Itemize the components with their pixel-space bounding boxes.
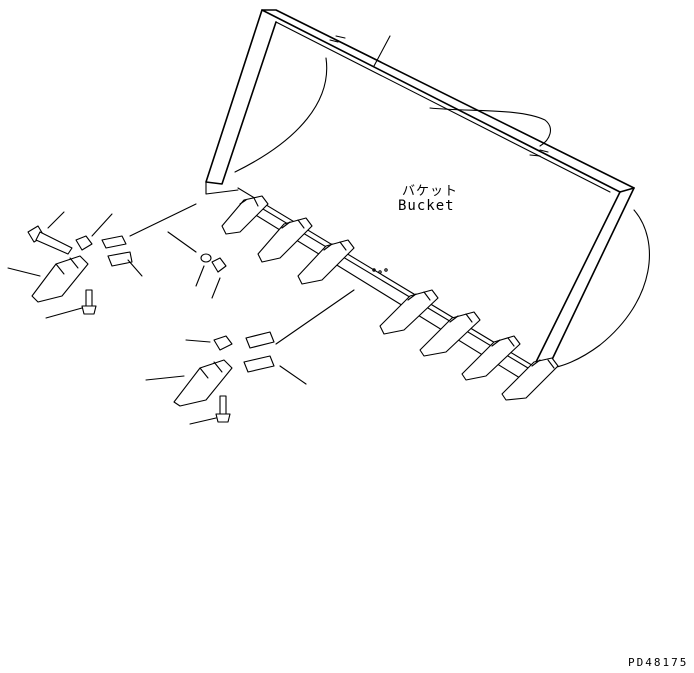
bucket-label-jp: バケット: [402, 184, 459, 199]
exploded-parts-left: [7, 203, 197, 319]
exploded-parts-middle: [167, 231, 227, 299]
exploded-parts-lower: [145, 289, 355, 425]
bucket-label-en: Bucket: [398, 198, 455, 214]
mounted-teeth: [221, 195, 559, 401]
drawing-code: PD48175: [628, 656, 689, 669]
